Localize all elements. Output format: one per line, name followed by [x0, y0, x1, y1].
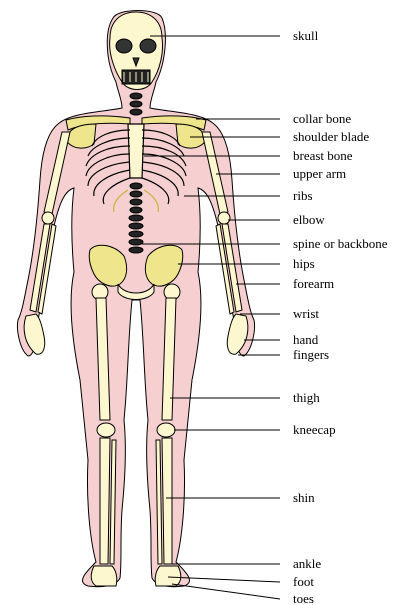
label-breast-bone: breast bone	[293, 148, 353, 163]
label-spine: spine or backbone	[293, 236, 388, 251]
label-ribs: ribs	[293, 188, 313, 203]
label-fingers: fingers	[293, 347, 329, 362]
leader-toes	[172, 584, 280, 599]
label-kneecap: kneecap	[293, 422, 336, 437]
label-hips: hips	[293, 256, 315, 271]
label-forearm: forearm	[293, 276, 334, 291]
label-shin: shin	[293, 490, 315, 505]
label-foot: foot	[293, 574, 314, 589]
leg-bones	[91, 284, 181, 586]
label-skull: skull	[293, 28, 319, 43]
label-hand: hand	[293, 332, 319, 347]
label-shoulder-blade: shoulder blade	[293, 129, 369, 144]
label-collar-bone: collar bone	[293, 111, 351, 126]
label-upper-arm: upper arm	[293, 166, 346, 181]
label-thigh: thigh	[293, 390, 320, 405]
label-wrist: wrist	[293, 306, 319, 321]
label-ankle: ankle	[293, 556, 321, 571]
labels: skull collar bone shoulder blade breast …	[293, 28, 388, 605]
label-toes: toes	[293, 591, 314, 605]
label-elbow: elbow	[293, 212, 325, 227]
